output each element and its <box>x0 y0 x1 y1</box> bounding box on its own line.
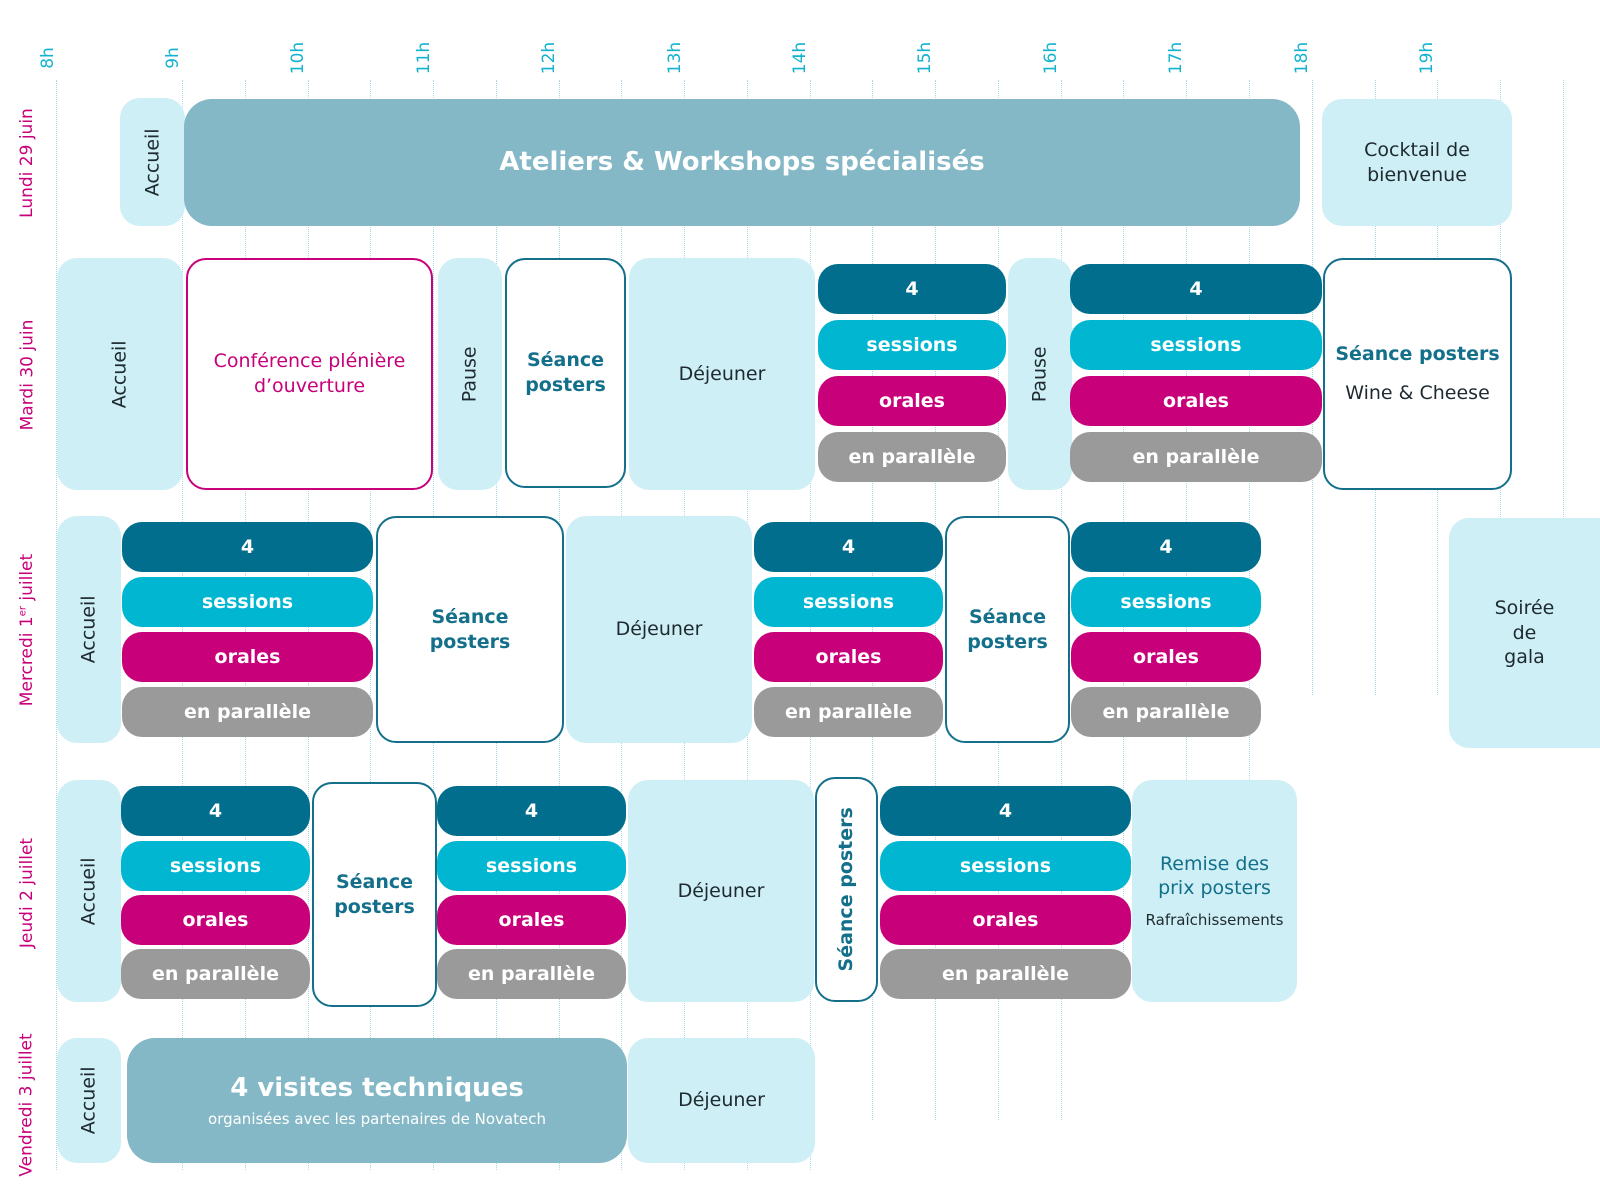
workshops-block: Ateliers & Workshops spécialisés <box>184 99 1300 226</box>
hour-label: 13h <box>665 41 685 75</box>
sessions-count: 4 <box>122 522 373 572</box>
accueil-block: Accueil <box>57 780 121 1002</box>
parallele-label: en parallèle <box>754 687 943 737</box>
hour-label: 15h <box>915 41 935 75</box>
accueil-block: Accueil <box>120 98 185 226</box>
sessions-label: sessions <box>818 320 1006 370</box>
sessions-count: 4 <box>121 786 310 836</box>
orales-label: orales <box>121 895 310 945</box>
sessions-count: 4 <box>1070 264 1322 314</box>
hour-label: 9h <box>163 47 183 69</box>
dejeuner-block: Déjeuner <box>628 780 814 1002</box>
orales-label: orales <box>1070 376 1322 426</box>
accueil-block: Accueil <box>57 1038 121 1163</box>
sessions-count: 4 <box>437 786 626 836</box>
hour-label: 10h <box>288 41 308 75</box>
orales-label: orales <box>880 895 1131 945</box>
sessions-label: sessions <box>437 841 626 891</box>
sessions-count: 4 <box>1071 522 1261 572</box>
sessions-label: sessions <box>121 841 310 891</box>
parallele-label: en parallèle <box>880 949 1131 999</box>
hour-label: 8h <box>38 47 58 69</box>
sessions-label: sessions <box>1071 577 1261 627</box>
sessions-label: sessions <box>754 577 943 627</box>
hour-label: 12h <box>539 41 559 75</box>
gridline <box>1563 80 1564 695</box>
hour-label: 18h <box>1292 41 1312 75</box>
parallele-label: en parallèle <box>437 949 626 999</box>
parallele-label: en parallèle <box>1070 432 1322 482</box>
sessions-count: 4 <box>880 786 1131 836</box>
day-label: Mardi 30 juin <box>17 319 38 431</box>
orales-label: orales <box>818 376 1006 426</box>
day-label: Vendredi 3 juillet <box>17 1033 37 1177</box>
hour-label: 17h <box>1166 41 1186 75</box>
hour-label: 19h <box>1417 41 1437 75</box>
day-label: Jeudi 2 juillet <box>17 837 37 948</box>
gridline <box>56 80 57 1170</box>
orales-label: orales <box>122 632 373 682</box>
orales-label: orales <box>754 632 943 682</box>
day-label: Mercredi 1er juillet <box>17 553 37 707</box>
hour-label: 14h <box>790 41 810 75</box>
seance-posters-block: Séance posters <box>815 777 878 1002</box>
parallele-label: en parallèle <box>1071 687 1261 737</box>
day-label: Lundi 29 juin <box>17 107 38 218</box>
hour-label: 11h <box>414 41 434 75</box>
dejeuner-block: Déjeuner <box>628 1038 815 1163</box>
hour-label: 16h <box>1041 41 1061 75</box>
parallele-label: en parallèle <box>818 432 1006 482</box>
gridline <box>370 80 371 1170</box>
sessions-count: 4 <box>818 264 1006 314</box>
sessions-label: sessions <box>122 577 373 627</box>
sessions-label: sessions <box>880 841 1131 891</box>
accueil-block: Accueil <box>57 258 183 490</box>
parallele-label: en parallèle <box>121 949 310 999</box>
orales-label: orales <box>1071 632 1261 682</box>
sessions-count: 4 <box>754 522 943 572</box>
pause-block: Pause <box>1008 258 1072 490</box>
sessions-label: sessions <box>1070 320 1322 370</box>
dejeuner-block: Déjeuner <box>566 516 752 743</box>
orales-label: orales <box>437 895 626 945</box>
accueil-block: Accueil <box>57 516 121 743</box>
dejeuner-block: Déjeuner <box>629 258 815 490</box>
parallele-label: en parallèle <box>122 687 373 737</box>
pause-block: Pause <box>438 258 502 490</box>
